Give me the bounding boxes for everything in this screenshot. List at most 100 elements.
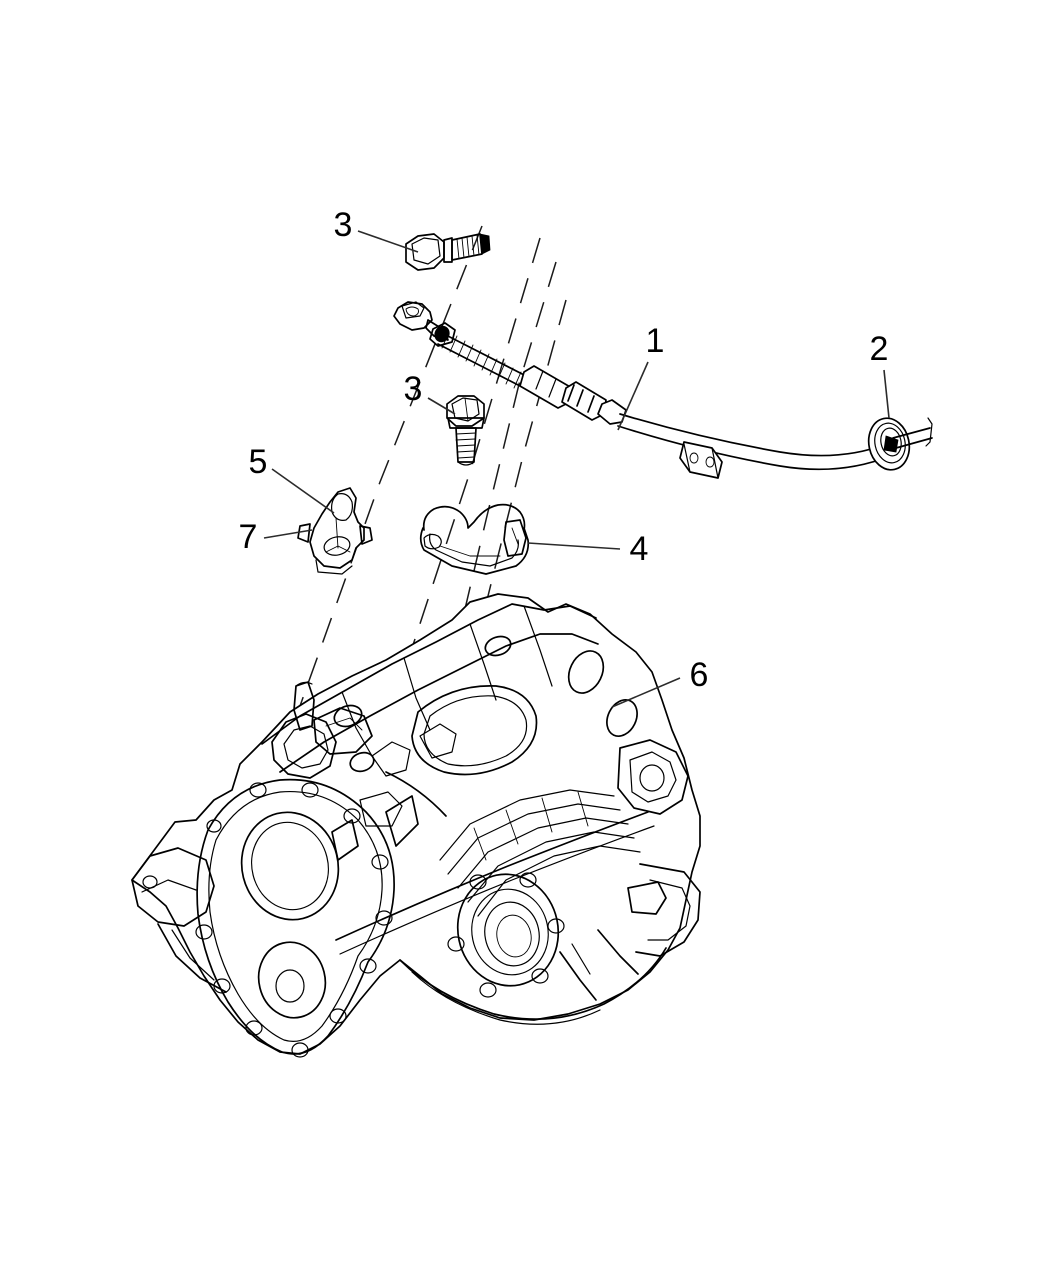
case-parting-line-b <box>339 825 655 955</box>
cable-conduit-upper <box>619 413 887 457</box>
cable-adjuster-spring <box>437 331 531 389</box>
callout-label-3-upper[interactable]: 3 <box>334 206 353 244</box>
leader-line-2 <box>883 369 890 419</box>
case-top-bearing-boss <box>411 685 538 776</box>
shift-lever-pivot-hole <box>323 536 351 556</box>
leader-line-5 <box>271 468 335 514</box>
case-right-mount-hole <box>639 764 665 792</box>
callout-label-4[interactable]: 4 <box>630 530 649 568</box>
selector-shaft-stub <box>293 681 315 731</box>
case-lower-web-a <box>559 951 597 1001</box>
part-cable-retaining-bracket[interactable] <box>419 503 530 575</box>
bracket-strap-inner <box>429 533 519 567</box>
case-left-lower-rib-2 <box>171 929 215 981</box>
cable-boot-rib-1 <box>535 370 544 390</box>
case-deck-detail-a <box>371 741 411 777</box>
callout-label-2[interactable]: 2 <box>870 330 889 368</box>
callout-labels: 1 2 3 3 4 5 6 7 <box>239 206 889 694</box>
selector-lever-bracket <box>313 707 373 755</box>
case-top-boss-4 <box>333 704 363 728</box>
bracket-wire-form <box>422 503 526 531</box>
output-shaft-bore-core <box>496 914 532 958</box>
case-upper-rib-d <box>523 605 553 687</box>
case-deck-detail-b <box>419 723 457 759</box>
leader-line-4 <box>527 542 621 550</box>
cable-clevis-jaw-upper <box>401 301 425 319</box>
case-web-triangle-2 <box>331 819 359 861</box>
part-cable-grommet-eyelet[interactable] <box>864 414 933 473</box>
case-top-boss-3 <box>484 635 512 657</box>
case-right-mount-ear <box>617 739 689 815</box>
bolt-lower-tip <box>457 461 475 466</box>
case-right-lower-rail-inner <box>647 879 691 941</box>
shift-lever-clamp-ear-left[interactable] <box>297 523 311 543</box>
grommet-mid-ring <box>874 422 906 464</box>
case-left-flange-hole <box>142 875 158 889</box>
case-top-bearing-boss-inner <box>423 695 528 767</box>
assembly-line-cable-end <box>451 261 557 665</box>
case-lower-web-c <box>571 943 591 975</box>
callout-label-6[interactable]: 6 <box>690 656 709 694</box>
grommet-cable-tail <box>892 427 931 439</box>
cable-adjuster-collar-dark <box>434 325 450 343</box>
case-cooling-fins <box>439 789 641 917</box>
output-shaft-bore-inner <box>484 901 540 967</box>
case-web-triangle <box>385 795 419 847</box>
case-left-lower-rib <box>157 923 227 993</box>
callout-label-7[interactable]: 7 <box>239 518 258 556</box>
case-parting-line-c <box>385 771 447 817</box>
bolt-lower-threads <box>455 427 477 463</box>
part-shift-lever-arm[interactable] <box>297 487 373 575</box>
callout-leader-lines <box>263 230 890 708</box>
callout-label-3-lower[interactable]: 3 <box>404 370 423 408</box>
differential-cover-boss-upper-inner <box>251 821 329 911</box>
cable-boot-rib-2 <box>548 378 557 398</box>
bolt-upper-flange <box>443 237 453 263</box>
shift-lever-pin-spread-a <box>325 545 351 553</box>
differential-cover-bolt-bosses <box>195 782 393 1058</box>
differential-cover-boss-lower <box>257 941 327 1019</box>
callout-label-1[interactable]: 1 <box>646 322 665 360</box>
bolt-upper-tip <box>479 233 491 255</box>
output-shaft-bore-mid <box>471 888 549 976</box>
shift-lever-clamp-ear-right[interactable] <box>359 525 373 545</box>
selector-shaft-top <box>295 681 313 687</box>
shift-lever-socket <box>331 493 353 521</box>
part-transaxle-case-assembly[interactable] <box>131 593 701 1058</box>
cable-mid-clip-face-2 <box>711 447 719 479</box>
output-bore-bolt-bosses <box>447 872 565 998</box>
bracket-main-strap <box>419 527 530 575</box>
case-right-mount-ear-inner <box>629 751 677 803</box>
cable-adjuster-ring-2 <box>576 389 584 407</box>
callout-label-5[interactable]: 5 <box>249 443 268 481</box>
cable-mid-clip <box>679 441 723 479</box>
bracket-left-eye <box>423 533 442 550</box>
part-gearshift-control-cable[interactable] <box>393 301 933 479</box>
grommet-inner-ring <box>880 427 902 457</box>
case-upper-rib-b <box>403 657 431 731</box>
bracket-mount-tab <box>503 519 527 557</box>
assembly-line-shift-lever <box>299 225 483 707</box>
case-top-right-boss-2 <box>606 699 638 737</box>
case-upper-rib-a <box>341 691 373 757</box>
case-lower-web-b <box>597 929 639 975</box>
case-parting-line-a <box>335 811 649 941</box>
selector-lever-bracket-detail <box>325 717 363 731</box>
differential-cover-inner-rim <box>208 790 383 1042</box>
grommet-cable-tail-2 <box>895 437 933 449</box>
assembly-line-bolt-upper <box>411 237 541 649</box>
leader-line-1 <box>617 361 649 431</box>
part-bolt-lower[interactable] <box>446 395 485 466</box>
bolt-upper-hex-face <box>411 237 441 265</box>
case-upper-rib-c <box>469 623 497 701</box>
part-bolt-upper[interactable] <box>405 233 491 271</box>
bolt-upper-hex-head <box>405 233 445 271</box>
cable-mid-clip-face <box>683 443 691 473</box>
grommet-tail-cap <box>925 417 933 447</box>
case-upper-deck-lower <box>279 633 599 773</box>
differential-cover-outline <box>196 778 395 1055</box>
shift-lever-base <box>315 559 353 575</box>
shift-lever-pin <box>335 517 339 549</box>
